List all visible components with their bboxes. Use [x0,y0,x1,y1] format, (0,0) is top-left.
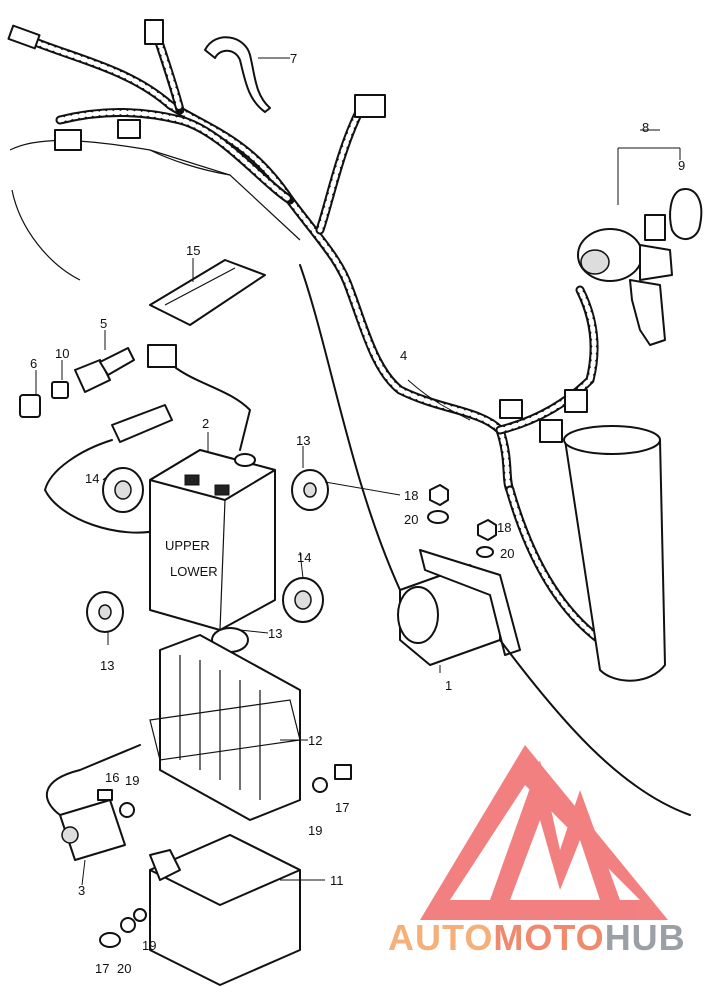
callout-18-lower: 18 [497,520,511,535]
callout-8: 8 [642,120,649,135]
callout-4: 4 [400,348,407,363]
handlebar-tube [563,425,666,682]
callout-20-bottom: 20 [117,961,131,976]
callout-2: 2 [202,416,209,431]
callout-6: 6 [30,356,37,371]
callout-19-right: 19 [308,823,322,838]
battery-lower-label: LOWER [170,564,218,579]
callout-13-cushion-right: 13 [296,433,310,448]
callout-17-right: 17 [335,800,349,815]
ignition-coil [299,264,691,816]
hardware [97,484,497,948]
callout-7: 7 [290,51,297,66]
callout-19-left: 19 [125,773,139,788]
callout-11: 11 [330,873,344,888]
callout-20-lower: 20 [500,546,514,561]
callout-20-upper: 20 [404,512,418,527]
callout-5: 5 [100,316,107,331]
ignition-switch [577,188,703,346]
callout-18-upper: 18 [404,488,418,503]
watermark-hub: HUB [605,917,686,958]
svg-text:AUTOMOTOHUB: AUTOMOTOHUB [388,917,686,958]
callout-12: 12 [308,733,322,748]
callout-1: 1 [445,678,452,693]
callout-13-cushion-center: 13 [268,626,282,641]
battery-tray [149,834,301,986]
callout-15: 15 [186,243,200,258]
callout-leaders [35,57,681,886]
watermark-logo [420,745,668,920]
watermark-m-icon [490,760,620,900]
watermark-text: AUTOMOTOHUB [388,917,686,958]
callout-labels: 1 2 3 4 5 6 7 8 9 10 11 12 13 13 13 14 1… [30,51,685,976]
watermark-moto: MOTO [493,917,604,958]
callout-19-bottom: 19 [142,938,156,953]
watermark-auto: AUTO [388,917,493,958]
callout-13-cushion-left: 13 [100,658,114,673]
fuse-holder [19,344,251,534]
battery-case [149,634,301,821]
battery-upper-label: UPPER [165,538,210,553]
callout-14-left: 14 [85,471,99,486]
callout-10: 10 [55,346,69,361]
callout-9: 9 [678,158,685,173]
callout-17-bottom: 17 [95,961,109,976]
callout-14-right: 14 [297,550,311,565]
regulator [45,744,141,861]
battery-band [149,259,266,326]
harness-connectors [7,19,588,443]
callout-3: 3 [78,883,85,898]
callout-16: 16 [105,770,119,785]
battery: UPPER LOWER [149,449,276,631]
harness-clamp [204,36,271,113]
